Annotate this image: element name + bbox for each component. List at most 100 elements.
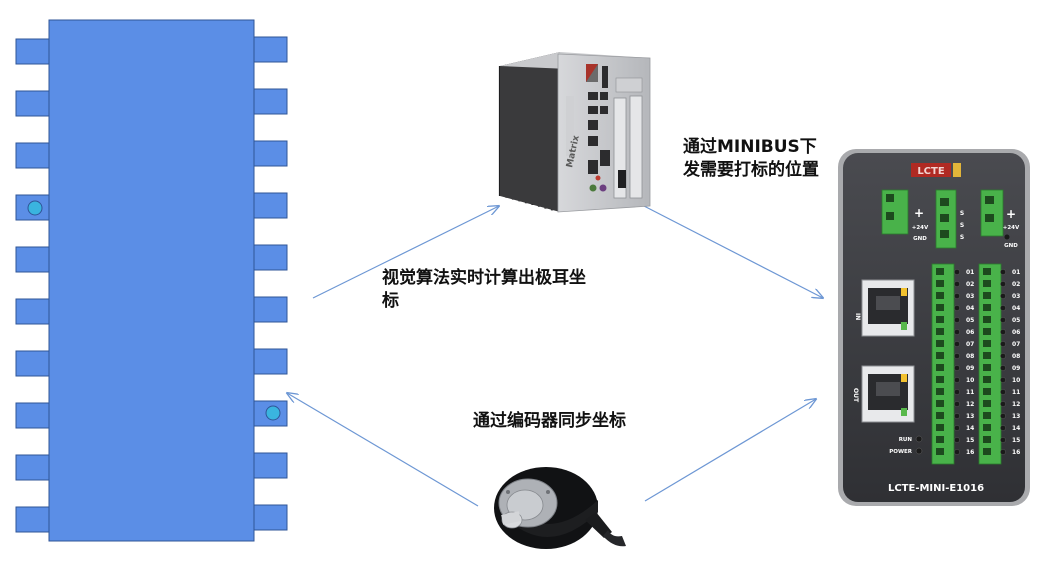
left-io-screw <box>936 352 944 359</box>
left-io-label: 01 <box>966 269 974 276</box>
industrial-pc: Matrix <box>498 52 651 213</box>
vision-label: 视觉算法实时计算出极耳坐标 <box>382 268 586 311</box>
left-tab <box>15 298 51 325</box>
right-io-led <box>1000 365 1006 371</box>
arrow-encoder-to-strip <box>287 393 479 507</box>
right-io-label: 10 <box>1012 377 1020 384</box>
right-io-screw <box>983 388 991 395</box>
right-io-led <box>1000 413 1006 419</box>
status-run: RUN <box>899 437 913 443</box>
left-io-led <box>954 305 960 311</box>
right-power-gnd: GND <box>1004 243 1018 249</box>
left-tab <box>15 402 51 429</box>
arrow-pc-to-controller <box>643 205 823 298</box>
left-tab <box>15 506 51 533</box>
right-io-screw <box>983 268 991 275</box>
right-io-led <box>1000 329 1006 335</box>
left-io-screw <box>936 292 944 299</box>
left-io-screw <box>936 328 944 335</box>
right-tab <box>252 244 288 271</box>
right-io-led <box>1000 317 1006 323</box>
left-io-label: 16 <box>966 449 974 456</box>
right-io-screw <box>983 424 991 431</box>
power-led <box>915 447 923 455</box>
left-io-led <box>954 449 960 455</box>
left-io-led <box>954 281 960 287</box>
left-io-label: 10 <box>966 377 974 384</box>
right-io-screw <box>983 448 991 455</box>
left-io-label: 04 <box>966 305 974 312</box>
flow-arrows <box>287 205 823 507</box>
left-tab <box>15 454 51 481</box>
right-tab <box>252 348 288 375</box>
signal-s-1: S <box>960 210 964 217</box>
signal-s-2: S <box>960 222 964 229</box>
status-power: POWER <box>889 449 913 455</box>
left-io-label: 12 <box>966 401 974 408</box>
tab-marker-left <box>27 200 43 216</box>
right-io-led <box>1000 305 1006 311</box>
right-io-led <box>1000 401 1006 407</box>
right-power-terminal-block: + +24V GND <box>980 189 1020 249</box>
right-tab <box>252 296 288 323</box>
left-io-label: 02 <box>966 281 974 288</box>
right-io-label: 12 <box>1012 401 1020 408</box>
left-io-label: 14 <box>966 425 974 432</box>
left-io-screw <box>936 340 944 347</box>
port-out-label: OUT <box>852 388 859 403</box>
right-io-label: 07 <box>1012 341 1020 348</box>
left-io-screw <box>936 400 944 407</box>
left-io-led <box>954 317 960 323</box>
power-plus-icon: + <box>914 206 924 220</box>
right-tab <box>252 192 288 219</box>
arrow-vision-to-pc <box>312 206 499 299</box>
run-led <box>915 435 923 443</box>
left-io-screw <box>936 388 944 395</box>
left-io-screw <box>936 412 944 419</box>
signal-s-3: S <box>960 234 964 241</box>
right-io-screw <box>983 304 991 311</box>
lcte-controller: LCTE + +24V GND S S S + +24V GND <box>838 149 1030 506</box>
right-io-label: 08 <box>1012 353 1020 360</box>
left-tabs <box>15 38 51 533</box>
power-gnd: GND <box>913 236 927 242</box>
left-io-screw <box>936 376 944 383</box>
right-io-screw <box>983 400 991 407</box>
right-io-led <box>1000 269 1006 275</box>
left-io-screw <box>936 316 944 323</box>
left-tab <box>15 350 51 377</box>
left-io-led <box>954 341 960 347</box>
ethernet-port-in: IN <box>854 279 915 337</box>
right-io-label: 14 <box>1012 425 1020 432</box>
right-io-screw <box>983 316 991 323</box>
right-io-label: 16 <box>1012 449 1020 456</box>
right-io-label: 15 <box>1012 437 1020 444</box>
right-io-label: 11 <box>1012 389 1020 396</box>
left-io-label: 13 <box>966 413 974 420</box>
left-io-screw <box>936 424 944 431</box>
right-io-screw <box>983 328 991 335</box>
left-io-led <box>954 437 960 443</box>
controller-brand: LCTE <box>917 166 945 177</box>
rotary-encoder <box>494 467 626 549</box>
right-io-led <box>1000 293 1006 299</box>
left-io-led <box>954 389 960 395</box>
power-24v: +24V <box>912 225 929 231</box>
right-io-label: 01 <box>1012 269 1020 276</box>
left-io-screw <box>936 268 944 275</box>
right-io-screw <box>983 292 991 299</box>
left-io-label: 09 <box>966 365 974 372</box>
left-io-label: 15 <box>966 437 974 444</box>
encoder-label: 通过编码器同步坐标 <box>473 411 626 431</box>
left-tab <box>15 90 51 117</box>
right-tab <box>252 36 288 63</box>
left-io-screw <box>936 436 944 443</box>
right-io-screw <box>983 436 991 443</box>
right-io-screw <box>983 352 991 359</box>
left-tab <box>15 38 51 65</box>
right-tab <box>252 504 288 531</box>
strip-body <box>48 19 255 542</box>
